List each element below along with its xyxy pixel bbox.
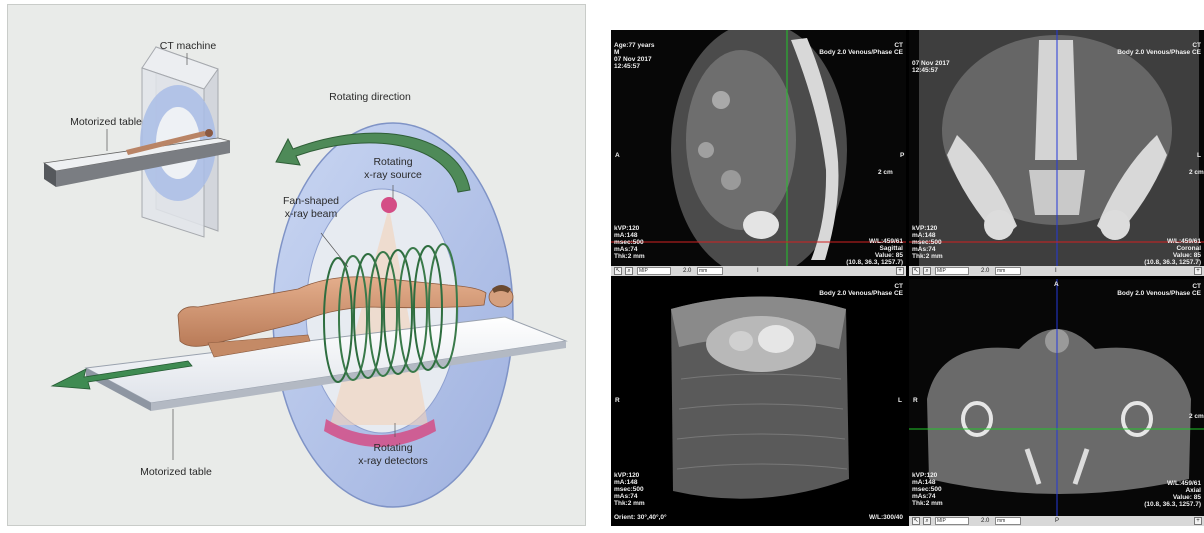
volume-right-marker: L bbox=[898, 397, 902, 404]
label-rotating-direction: Rotating direction bbox=[320, 91, 420, 103]
axial-magnify-tool[interactable]: ⌕ bbox=[923, 517, 931, 525]
volume-left-marker: R bbox=[615, 397, 620, 404]
label-fan-beam-2: x-ray beam bbox=[276, 208, 346, 220]
axial-orientation-mark: P bbox=[1055, 517, 1059, 525]
coronal-mode-select[interactable]: MIP bbox=[935, 267, 969, 275]
coronal-toolbar: ↖ ⌕ MIP 2.0 mm I + bbox=[909, 266, 1204, 276]
coronal-right-marker: L bbox=[1197, 152, 1201, 159]
ct-diagram-illustration bbox=[8, 5, 587, 527]
volume-render-image bbox=[611, 279, 906, 526]
axial-toolbar: ↖ ⌕ MIP 2.0 mm P + bbox=[909, 516, 1204, 526]
coronal-date-info: 07 Nov 2017 12:45:57 bbox=[912, 60, 950, 74]
axial-scale-label: 2 cm bbox=[1189, 413, 1204, 420]
sagittal-scale-label: 2 cm bbox=[878, 169, 893, 176]
axial-arrow-tool[interactable]: ↖ bbox=[912, 517, 920, 525]
axial-series-info: CT Body 2.0 Venous/Phase CE bbox=[1117, 283, 1201, 297]
sagittal-window-info: W/L:459/61 Sagittal Value: 85 (10.8, 36.… bbox=[846, 238, 903, 266]
sagittal-mode-select[interactable]: MIP bbox=[637, 267, 671, 275]
axial-thickness-value: 2.0 bbox=[981, 517, 989, 525]
viewport-axial[interactable]: A CT Body 2.0 Venous/Phase CE R 2 cm kVP… bbox=[909, 279, 1204, 526]
volume-orientation-info: Orient: 30°,40°,0° bbox=[614, 514, 667, 521]
sagittal-orientation-mark: I bbox=[757, 267, 759, 275]
sagittal-arrow-tool[interactable]: ↖ bbox=[614, 267, 622, 275]
volume-window-info: W/L:300/40 bbox=[869, 514, 903, 521]
coronal-arrow-tool[interactable]: ↖ bbox=[912, 267, 920, 275]
coronal-orientation-mark: I bbox=[1055, 267, 1057, 275]
sagittal-acq-info: kVP:120 mA:148 msec:500 mAs:74 Thk:2 mm bbox=[614, 225, 645, 260]
sagittal-toolbar: ↖ ⌕ MIP 2.0 mm I + bbox=[611, 266, 906, 276]
ct-viewer: Age:77 years M 07 Nov 2017 12:45:57 CT B… bbox=[611, 30, 1204, 526]
label-ct-machine: CT machine bbox=[158, 40, 218, 52]
axial-unit-select[interactable]: mm bbox=[995, 517, 1021, 525]
coronal-window-info: W/L:459/61 Coronal Value: 85 (10.8, 36.3… bbox=[1144, 238, 1201, 266]
axial-expand-button[interactable]: + bbox=[1194, 517, 1202, 525]
sagittal-expand-button[interactable]: + bbox=[896, 267, 904, 275]
sagittal-thickness-value: 2.0 bbox=[683, 267, 691, 275]
coronal-acq-info: kVP:120 mA:148 msec:500 mAs:74 Thk:2 mm bbox=[912, 225, 943, 260]
label-motorized-table-top: Motorized table bbox=[56, 116, 156, 128]
sagittal-series-info: CT Body 2.0 Venous/Phase CE bbox=[819, 42, 903, 56]
coronal-thickness-value: 2.0 bbox=[981, 267, 989, 275]
small-ct-machine bbox=[44, 47, 230, 237]
sagittal-image bbox=[611, 30, 906, 266]
axial-window-info: W/L:459/61 Axial Value: 85 (10.8, 36.3, … bbox=[1144, 480, 1201, 508]
volume-acq-info: kVP:120 mA:148 msec:500 mAs:74 Thk:2 mm bbox=[614, 472, 645, 507]
label-motorized-table-bottom: Motorized table bbox=[126, 466, 226, 478]
sagittal-left-marker: A bbox=[615, 152, 620, 159]
viewport-sagittal[interactable]: Age:77 years M 07 Nov 2017 12:45:57 CT B… bbox=[611, 30, 906, 276]
sagittal-unit-select[interactable]: mm bbox=[697, 267, 723, 275]
coronal-expand-button[interactable]: + bbox=[1194, 267, 1202, 275]
axial-top-marker: A bbox=[1054, 281, 1059, 288]
volume-series-info: CT Body 2.0 Venous/Phase CE bbox=[819, 283, 903, 297]
label-fan-beam-1: Fan-shaped bbox=[276, 195, 346, 207]
label-rotating-detectors-2: x-ray detectors bbox=[345, 455, 441, 467]
sagittal-patient-info: Age:77 years M 07 Nov 2017 12:45:57 bbox=[614, 42, 654, 70]
viewport-volume[interactable]: CT Body 2.0 Venous/Phase CE R L kVP:120 … bbox=[611, 279, 906, 526]
sagittal-magnify-tool[interactable]: ⌕ bbox=[625, 267, 633, 275]
ct-diagram-panel: CT machine Motorized table Rotating dire… bbox=[7, 4, 586, 526]
axial-mode-select[interactable]: MIP bbox=[935, 517, 969, 525]
label-rotating-source-2: x-ray source bbox=[353, 169, 433, 181]
coronal-scale-label: 2 cm bbox=[1189, 169, 1204, 176]
label-rotating-source-1: Rotating bbox=[363, 156, 423, 168]
sagittal-right-marker: P bbox=[900, 152, 904, 159]
coronal-series-info: CT Body 2.0 Venous/Phase CE bbox=[1117, 42, 1201, 56]
label-rotating-detectors-1: Rotating bbox=[363, 442, 423, 454]
viewport-coronal[interactable]: 07 Nov 2017 12:45:57 CT Body 2.0 Venous/… bbox=[909, 30, 1204, 276]
axial-acq-info: kVP:120 mA:148 msec:500 mAs:74 Thk:2 mm bbox=[912, 472, 943, 507]
axial-left-marker: R bbox=[913, 397, 918, 404]
coronal-unit-select[interactable]: mm bbox=[995, 267, 1021, 275]
coronal-magnify-tool[interactable]: ⌕ bbox=[923, 267, 931, 275]
coronal-image bbox=[909, 30, 1204, 266]
